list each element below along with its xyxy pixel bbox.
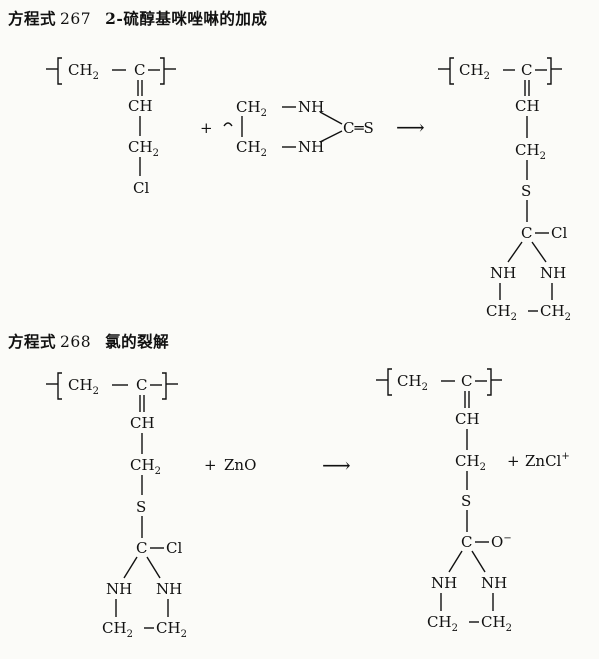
bracket-left (57, 57, 62, 85)
eq268-product-polymer: CH2 C CH CH2 S C O− NH NH CH2 CH2 (376, 368, 512, 634)
ch2-label: CH2 (540, 302, 571, 323)
equation-267-label: 方程式 (8, 9, 57, 28)
nh-label: NH (298, 98, 324, 116)
ch-label: CH (128, 97, 153, 115)
cl-label: Cl (166, 539, 182, 557)
ch-label: CH (515, 97, 540, 115)
ch-label: CH (130, 414, 155, 432)
ch2-label: CH2 (68, 61, 99, 82)
ch2-label: CH2 (236, 138, 267, 159)
equation-267-title: 2-硫醇基咪唑啉的加成 (105, 9, 268, 28)
c-label: C (521, 61, 532, 79)
s-label: S (461, 492, 471, 510)
reaction-arrow: ⟶ (322, 453, 351, 477)
ring-mark (223, 122, 233, 127)
equation-268-title: 氯的裂解 (105, 332, 170, 351)
ch-label: CH (455, 410, 480, 428)
nh-label: NH (106, 580, 132, 598)
c-label: C (521, 224, 532, 242)
bracket-left (57, 372, 62, 400)
zncl-label: ZnCl+ (525, 451, 570, 470)
bond (319, 130, 343, 143)
ch2-label: CH2 (68, 376, 99, 397)
bracket-left (387, 368, 392, 396)
eq267-product-polymer: CH2 C CH CH2 S C Cl NH NH CH2 CH2 (438, 57, 571, 323)
nh-label: NH (298, 138, 324, 156)
ch2-label: CH2 (455, 452, 486, 473)
ch2-label: CH2 (128, 138, 159, 159)
nh-label: NH (540, 264, 566, 282)
ch2-label: CH2 (486, 302, 517, 323)
plus-sign: + (204, 456, 217, 474)
nh-label: NH (156, 580, 182, 598)
oxide-label: O− (491, 533, 512, 551)
equation-268-label: 方程式 (8, 332, 57, 351)
c-label: C (461, 533, 472, 551)
bond (123, 556, 138, 579)
cl-label: Cl (551, 224, 567, 242)
plus-sign: + (200, 119, 213, 137)
nh-label: NH (481, 574, 507, 592)
bracket-left (449, 57, 454, 85)
nh-label: NH (490, 264, 516, 282)
eq268-reactant-polymer: CH2 C CH CH2 S C Cl NH NH CH2 CH2 (46, 372, 187, 640)
eq267-imidazoline-thione: CH2 NH CH2 NH C═S (223, 98, 374, 159)
bond (146, 556, 161, 579)
ch2-label: CH2 (481, 613, 512, 634)
bond (319, 111, 343, 125)
ch2-label: CH2 (427, 613, 458, 634)
bracket-right (547, 57, 552, 85)
c-label: C (136, 539, 147, 557)
bracket-right (160, 57, 165, 85)
ch2-label: CH2 (236, 98, 267, 119)
reaction-arrow: ⟶ (396, 115, 425, 139)
bond (471, 550, 486, 573)
c-label: C (134, 61, 145, 79)
s-label: S (136, 498, 146, 516)
bond (507, 241, 523, 263)
plus-sign: + (507, 452, 520, 470)
equation-267-number: 267 (60, 10, 92, 28)
ch2-label: CH2 (397, 372, 428, 393)
cl-label: Cl (133, 179, 149, 197)
bond (448, 550, 463, 573)
ch2-label: CH2 (102, 619, 133, 640)
cs-double-label: C═S (343, 119, 374, 137)
bond (531, 241, 547, 263)
c-label: C (461, 372, 472, 390)
s-label: S (521, 182, 531, 200)
bracket-right (487, 368, 492, 396)
zno-label: ZnO (224, 456, 256, 474)
nh-label: NH (431, 574, 457, 592)
eq267-reactant-polymer: CH2 C CH CH2 Cl (46, 57, 176, 197)
equation-268-number: 268 (60, 333, 92, 351)
ch2-label: CH2 (130, 456, 161, 477)
ch2-label: CH2 (459, 61, 490, 82)
c-label: C (136, 376, 147, 394)
ch2-label: CH2 (515, 141, 546, 162)
bracket-right (162, 372, 167, 400)
ch2-label: CH2 (156, 619, 187, 640)
